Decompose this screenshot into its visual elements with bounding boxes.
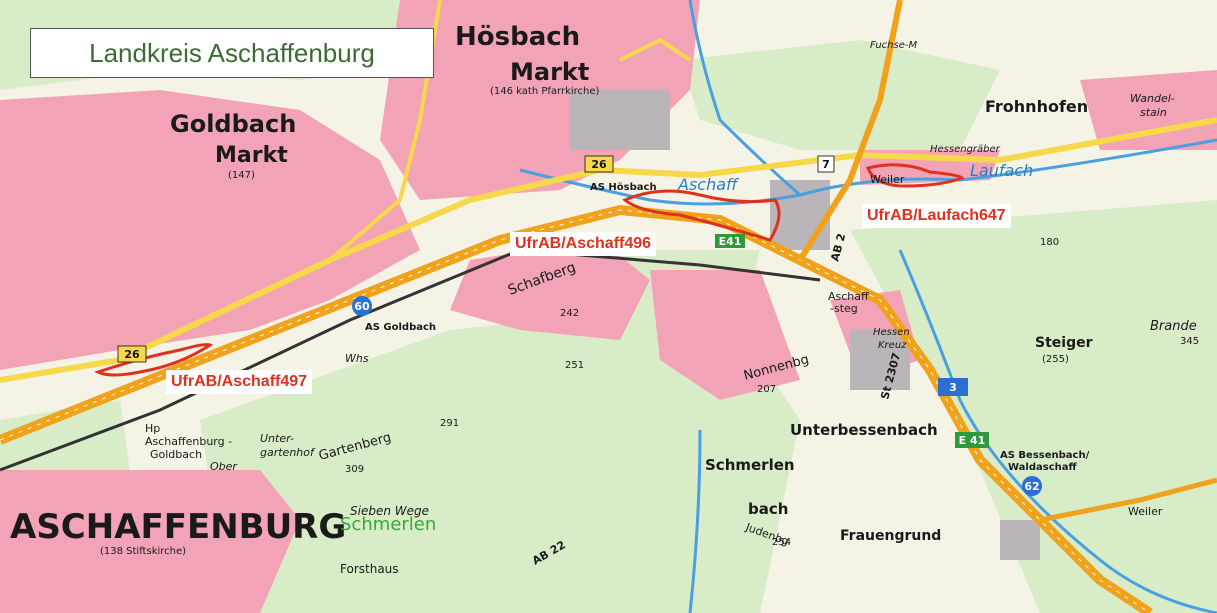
label-weiler-top: Weiler [870,173,905,186]
label-frauengrund: Frauengrund [840,528,941,544]
label-fuchse: Fuchse-M [870,40,917,51]
label-hp-2: Aschaffenburg - [145,435,232,448]
label-goldbach-num: (147) [228,170,255,181]
label-goldbach-markt: Markt [215,143,288,168]
road-shield-e41-bottom: E 41 [955,432,989,448]
label-unterkartenhof-2: gartenhof [260,446,316,459]
label-steiger-num: (255) [1042,354,1069,365]
site-label-aschaff497[interactable]: UfrAB/Aschaff497 [166,370,313,394]
road-shield-a3: 3 [938,378,968,396]
svg-text:26: 26 [124,348,140,361]
site-line-aschaff496 [622,189,781,242]
svg-text:62: 62 [1024,480,1039,493]
svg-text:3: 3 [949,381,957,394]
label-hp-3: Goldbach [150,448,202,461]
road-shield-b26-top: 26 [584,155,614,173]
railway [0,248,821,472]
label-goldbach: Goldbach [170,110,296,138]
label-schmerlen-forest: Schmerlen [340,514,436,535]
label-hessengraeber: Hessengräber [930,144,1001,155]
label-as-hoesbach: AS Hösbach [590,182,657,193]
label-aschaff-river: Aschaff [677,175,740,194]
elevation-180: 180 [1040,237,1059,248]
label-hessenkreuz-2: Kreuz [878,340,907,351]
elevation-251: 251 [565,360,584,371]
label-schmerlen: Schmerlen [705,456,795,474]
label-hoesbach: Hösbach [455,22,580,52]
exit-marker-62: 62 [1022,476,1042,496]
elevation-242: 242 [560,308,579,319]
label-ober: Ober [210,460,238,473]
road-shield-7: 7 [817,155,835,173]
elevation-291: 291 [440,418,459,429]
label-hp: Hp [145,422,160,435]
label-bach: bach [748,500,788,518]
svg-text:7: 7 [822,158,830,171]
sample-site-lines [94,163,965,377]
label-as-goldbach: AS Goldbach [365,322,436,333]
elevation-254: 254 [772,537,791,548]
label-aschaffenburg: ASCHAFFENBURG [10,507,346,547]
label-as-bessenbach: AS Bessenbach/ [1000,450,1090,461]
road-shield-e41-top: E41 [715,234,745,248]
label-aschaffenburg-note: (138 Stiftskirche) [100,546,186,557]
label-wandelstain: Wandel- [1130,92,1175,105]
label-as-bessenbach-2: Waldaschaff [1008,462,1078,473]
label-frohnhofen: Frohnhofen [985,97,1088,116]
label-hoesbach-note: (146 kath Pfarrkirche) [490,86,600,97]
label-aschaffsteg-2: -steg [830,302,858,315]
elevation-345: 345 [1180,336,1199,347]
label-steiger: Steiger [1035,335,1093,351]
label-hessenkreuz: Hessen [873,327,910,338]
exit-marker-60: 60 [352,296,372,316]
svg-text:26: 26 [591,158,607,171]
label-aschaffsteg: Aschaff [828,290,869,303]
svg-text:E 41: E 41 [959,434,986,447]
site-label-aschaff496[interactable]: UfrAB/Aschaff496 [510,232,657,256]
site-label-laufach647[interactable]: UfrAB/Laufach647 [862,204,1011,228]
label-forsthaus: Forsthaus [340,562,399,576]
label-brande: Brande [1150,319,1197,334]
site-line-aschaff497 [94,343,214,377]
rivers [519,0,1217,613]
svg-text:60: 60 [354,300,370,313]
label-whs: Whs [345,352,369,365]
svg-text:E41: E41 [719,235,742,248]
label-unterkartenhof: Unter- [260,432,294,445]
label-laufach-river: Laufach [970,161,1033,180]
road-shield-b26-left: 26 [117,345,147,363]
label-wandelstain-2: stain [1140,106,1167,119]
map-title: Landkreis Aschaffenburg [89,37,375,68]
site-line-laufach647 [865,163,965,188]
label-hoesbach-markt: Markt [510,58,589,86]
label-unterbessenbach: Unterbessenbach [790,421,938,439]
label-weiler-bottom: Weiler [1128,505,1163,518]
label-sieben-wege: Sieben Wege [350,504,429,518]
elevation-309: 309 [345,464,364,475]
elevation-207: 207 [757,384,776,395]
map-title-box: Landkreis Aschaffenburg [30,28,434,78]
